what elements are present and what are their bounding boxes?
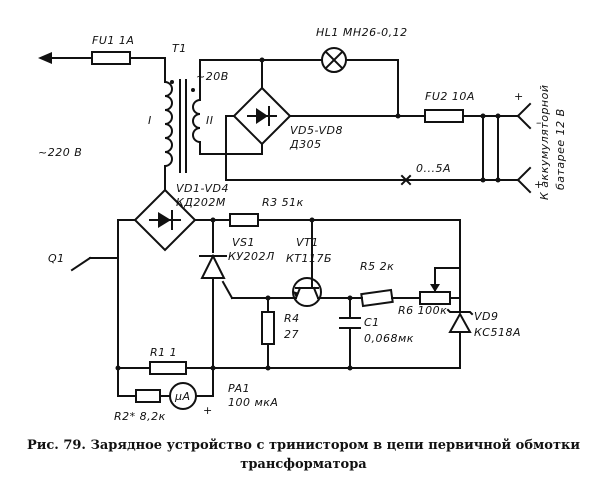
label-hl1: HL1 МН26-0,12 xyxy=(316,26,408,39)
resistor-r4 xyxy=(261,311,275,345)
ujt-vt1 xyxy=(292,277,322,307)
input-line xyxy=(38,52,166,83)
label-r1: R1 1 xyxy=(150,346,177,359)
bridge-vd1-vd4 xyxy=(133,188,197,252)
label-pa1: PA1 xyxy=(228,382,250,395)
label-d305: Д305 xyxy=(289,138,322,151)
label-winding-1: I xyxy=(148,114,152,127)
label-r5: R5 2к xyxy=(360,260,394,273)
caption-line-1: Рис. 79. Зарядное устройство с тринистор… xyxy=(26,438,581,453)
label-meter-unit: μA xyxy=(174,390,191,403)
capacitor-c1 xyxy=(339,317,361,329)
label-fu2: FU2 10А xyxy=(425,90,475,103)
circuit-schematic: FU1 1A T1 ~20В I II HL1 МН26-0,12 FU2 10… xyxy=(38,26,567,423)
thyristor-vs1 xyxy=(199,253,227,291)
label-r4: R4 xyxy=(284,312,300,325)
resistor-r1 xyxy=(149,361,187,375)
label-battery-2: батарее 12 В xyxy=(554,108,567,190)
label-r3: R3 51к xyxy=(262,196,304,209)
caption-line-2: трансформатора xyxy=(240,457,367,472)
label-220v: ~220 В xyxy=(38,146,82,159)
label-minus: – xyxy=(536,116,542,129)
secondary-wiring xyxy=(199,59,519,181)
label-r2: R2* 8,2к xyxy=(114,410,166,423)
label-vd9: VD9 xyxy=(474,310,499,323)
label-kd202: КД202М xyxy=(176,196,226,209)
resistor-r3 xyxy=(229,213,259,227)
label-c1-value: 0,068мк xyxy=(364,332,414,345)
battery-terminals xyxy=(516,102,532,194)
label-plus-meter: + xyxy=(203,404,213,417)
label-battery-1: К аккумуляторной xyxy=(538,85,551,201)
label-c1: C1 xyxy=(364,316,380,329)
potentiometer-r6 xyxy=(419,284,451,305)
resistor-r5 xyxy=(360,288,394,308)
transformer-t1 xyxy=(163,79,202,173)
meter-pa1 xyxy=(169,382,197,410)
label-plus-bat: + xyxy=(534,178,544,191)
label-vt1: VT1 xyxy=(296,236,319,249)
fu2-fuse xyxy=(424,109,464,123)
label-winding-2: II xyxy=(206,114,214,127)
resistor-r2 xyxy=(135,389,161,403)
label-t1: T1 xyxy=(172,42,187,55)
label-ks518: КС518А xyxy=(474,326,521,339)
fu1-fuse xyxy=(91,51,131,65)
label-fu1: FU1 1A xyxy=(92,34,134,47)
label-r6: R6 100к xyxy=(398,304,447,317)
ammeter-range-marker xyxy=(400,174,412,186)
label-plus-top: + xyxy=(514,90,524,103)
label-20v: ~20В xyxy=(196,70,229,83)
label-vd1: VD1-VD4 xyxy=(176,182,229,195)
figure-caption: Рис. 79. Зарядное устройство с тринистор… xyxy=(0,436,607,474)
bridge-vd5-vd8 xyxy=(232,86,292,146)
label-pa1-value: 100 мкА xyxy=(228,396,278,409)
label-vs1: VS1 xyxy=(232,236,255,249)
label-range: 0...5А xyxy=(416,162,451,175)
label-kt117: КТ117Б xyxy=(286,252,332,265)
lamp-hl1 xyxy=(321,47,347,73)
label-r4-value: 27 xyxy=(284,328,299,341)
label-q1: Q1 xyxy=(48,252,65,265)
zener-vd9 xyxy=(446,308,474,333)
label-ku202: КУ202Л xyxy=(228,250,275,263)
label-vd5: VD5-VD8 xyxy=(290,124,343,137)
junction-dots xyxy=(115,57,501,371)
